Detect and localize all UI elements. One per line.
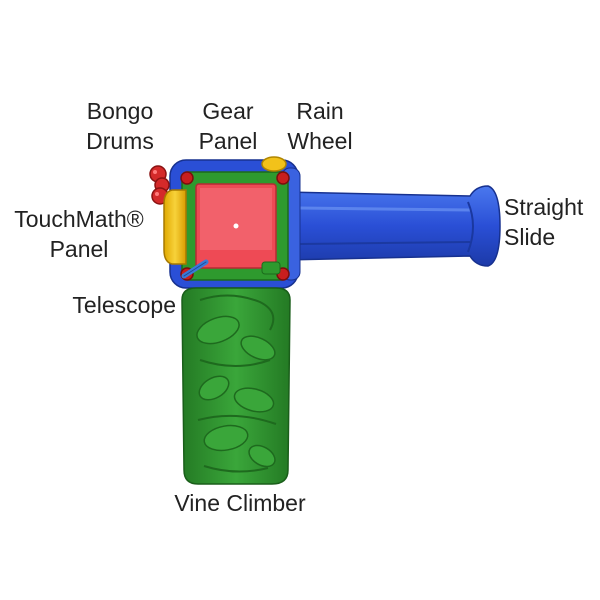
label-straight-slide: Straight Slide (504, 192, 596, 252)
rain-wheel (261, 156, 287, 172)
label-telescope: Telescope (40, 290, 176, 320)
label-gear-panel-line2: Panel (198, 128, 258, 154)
label-bongo-drums-line2: Drums (86, 128, 154, 154)
label-bongo-drums-line1: Bongo (86, 98, 154, 124)
label-gear-panel-line1: Gear (202, 98, 254, 124)
label-vine-climber: Vine Climber (150, 488, 330, 518)
label-telescope-text: Telescope (72, 292, 176, 318)
label-vine-climber-text: Vine Climber (174, 490, 306, 516)
label-bongo-drums: Bongo Drums (78, 96, 162, 156)
label-rain-wheel-line2: Wheel (287, 128, 353, 154)
label-straight-slide-line1: Straight (504, 194, 584, 220)
label-straight-slide-line2: Slide (504, 224, 556, 250)
label-touchmath-panel-line2: Panel (49, 236, 109, 262)
label-rain-wheel-line1: Rain (296, 98, 344, 124)
label-touchmath-panel-line1: TouchMath® (14, 206, 144, 232)
vine-climber (181, 287, 291, 485)
label-touchmath-panel: TouchMath® Panel (4, 204, 154, 264)
label-rain-wheel: Rain Wheel (280, 96, 360, 156)
touchmath-panel (163, 189, 187, 265)
deck-platform (195, 183, 277, 269)
telescope (181, 259, 209, 279)
label-gear-panel: Gear Panel (188, 96, 268, 156)
straight-slide (284, 185, 501, 267)
